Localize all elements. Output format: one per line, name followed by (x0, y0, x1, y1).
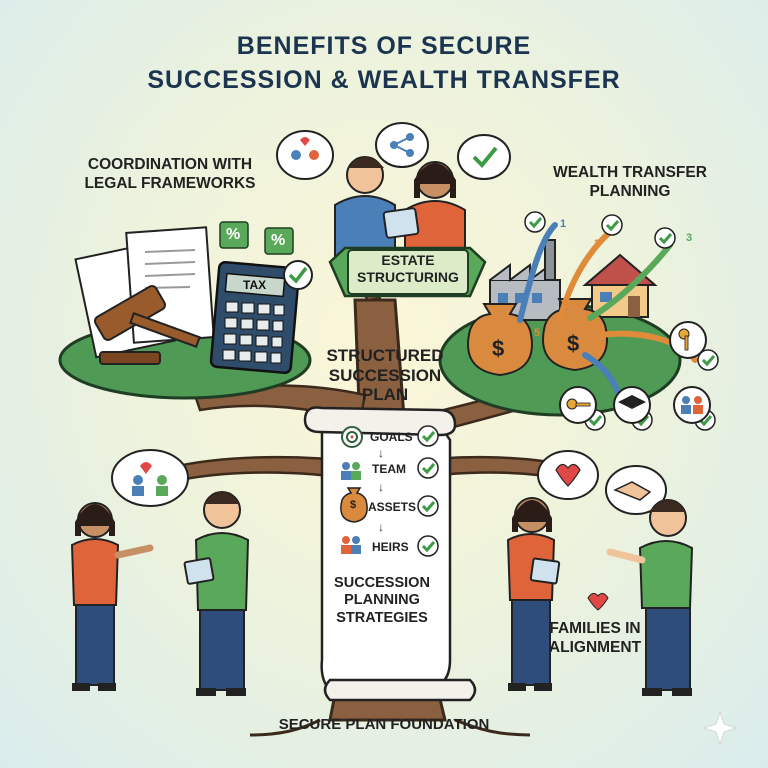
gavel-icon (94, 285, 201, 365)
step-team: TEAM (372, 462, 406, 476)
check-icon (283, 260, 313, 290)
team-icon (341, 462, 361, 480)
label-strategies: SUCCESSION PLANNING STRATEGIES (334, 575, 430, 626)
percent-label-1: % (226, 226, 241, 243)
tax-label: TAX (243, 278, 267, 292)
speech-bubble-handshake-hearts (111, 449, 189, 507)
path-number-5: 5 (534, 327, 541, 339)
step-goals: GOALS (370, 430, 413, 444)
path-number-4: 4 (598, 330, 605, 342)
label-structured-plan: STRUCTURED SUCCESSION PLAN (326, 346, 444, 405)
percent-badge-1 (219, 221, 249, 249)
title-line-1: BENEFITS OF SECURE (236, 32, 532, 60)
scroll-checks (417, 425, 439, 557)
dollar-label-1: $ (492, 336, 505, 361)
people-bubble (673, 386, 711, 424)
heirs-icon (341, 536, 361, 554)
label-coordination: COORDINATION WITH LEGAL FRAMEWORKS (84, 156, 256, 192)
woman-figure (404, 161, 466, 261)
arrow-2: ↓ (378, 480, 384, 494)
title-line-2: SUCCESSION & WEALTH TRANSFER (147, 66, 621, 94)
assets-bag-icon (340, 487, 368, 523)
step-heirs: HEIRS (372, 540, 409, 554)
right-couple (506, 450, 694, 696)
key-bubble-1 (669, 321, 707, 359)
label-foundation: SECURE PLAN FOUNDATION (278, 716, 490, 733)
heart-icon (587, 592, 609, 611)
label-wealth-transfer: WEALTH TRANSFER PLANNING (553, 164, 707, 200)
money-bag-icon-1 (467, 303, 533, 377)
speech-bubble-handshake (605, 465, 667, 515)
roots (249, 718, 531, 737)
speech-bubble-heart (537, 450, 599, 500)
speech-bubble-share (375, 122, 429, 168)
man-right (606, 499, 694, 696)
left-couple (70, 449, 250, 696)
percent-label-2: % (271, 232, 286, 249)
path-number-1: 1 (560, 218, 567, 230)
dollar-label-2: $ (567, 331, 580, 356)
path-number-3: 3 (686, 232, 693, 244)
man-left (183, 491, 250, 696)
estate-couple (276, 122, 511, 298)
graduation-bubble (613, 386, 651, 424)
scroll-bottom (323, 678, 477, 702)
tablet-icon (382, 207, 420, 239)
arrow-1: ↓ (378, 446, 384, 460)
scroll (303, 406, 477, 702)
woman-left (70, 502, 154, 691)
percent-badge-2 (264, 227, 294, 255)
arrow-3: ↓ (378, 520, 384, 534)
sparkle-icon (702, 710, 738, 746)
step-assets: ASSETS (368, 500, 417, 514)
key-bubble-2 (559, 386, 597, 424)
speech-bubble-family (276, 130, 334, 180)
legal-items (74, 221, 313, 375)
calculator-icon (209, 260, 301, 375)
speech-bubble-check (457, 134, 511, 180)
goal-target-icon (341, 426, 363, 448)
woman-right (506, 497, 561, 691)
label-estate: ESTATE STRUCTURING (357, 252, 459, 285)
path-number-2: 2 (594, 238, 601, 250)
label-families: FAMILIES IN ALIGNMENT (548, 620, 642, 656)
man-figure (334, 156, 396, 261)
house-icon (582, 253, 658, 318)
dollar-label-3: $ (350, 499, 357, 511)
wealth-items (467, 211, 719, 431)
